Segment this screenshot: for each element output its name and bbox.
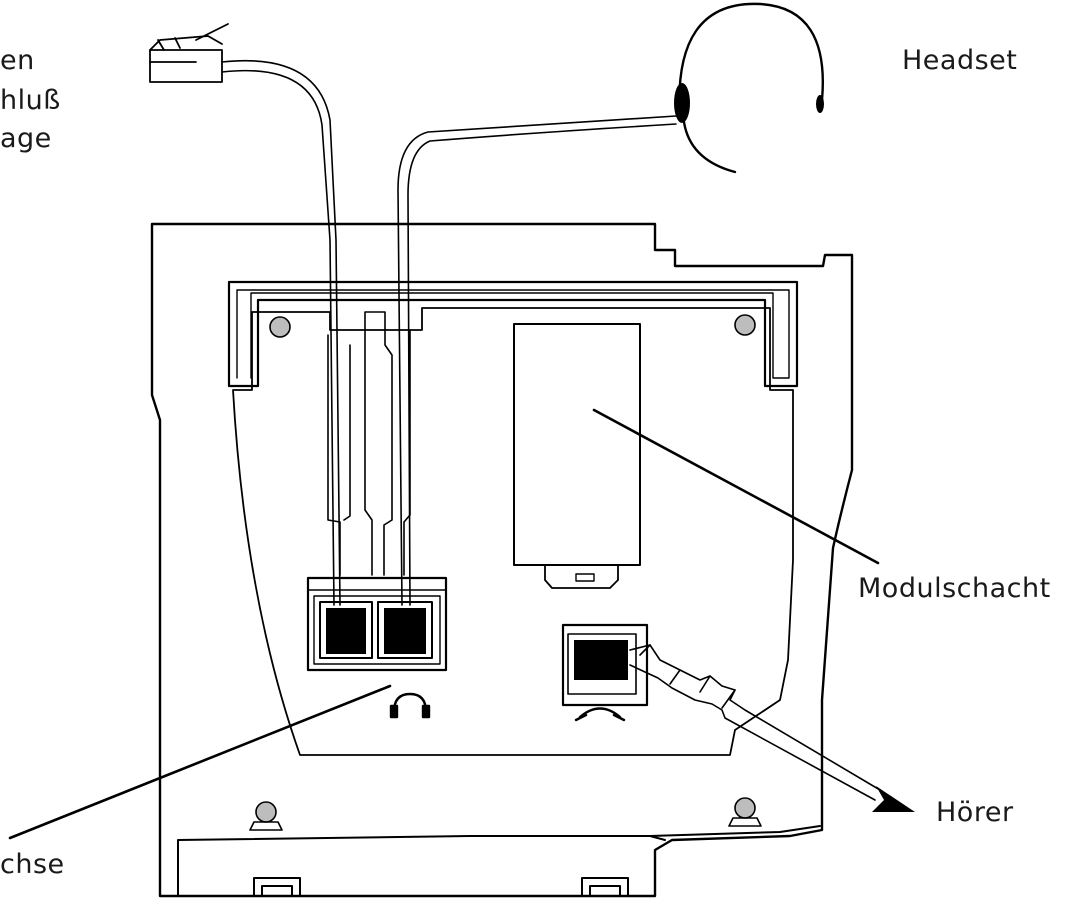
label-hoerer: Hörer: [936, 797, 1014, 828]
label-headset: Headset: [902, 45, 1018, 76]
screws: [255, 314, 756, 823]
callout-modulschacht: [592, 408, 880, 565]
label-left-top-3: age: [0, 123, 52, 154]
handset-jack: [561, 623, 649, 707]
module-slot: [513, 323, 641, 589]
handset-icon: [574, 707, 626, 722]
recess-outline: [232, 307, 794, 756]
screw-top-left: [269, 316, 291, 338]
rj-plug-icon: [149, 23, 229, 83]
headset-icon: [389, 692, 431, 719]
label-modulschacht: Modulschacht: [858, 573, 1051, 604]
bottom-clip-right: [581, 877, 629, 897]
headset-jack-block: [306, 576, 448, 672]
device-housing: [150, 222, 854, 898]
line-cable: [221, 59, 341, 606]
screw-bottom-left: [255, 801, 277, 823]
arrow-hoerer: [872, 786, 915, 812]
headset-illustration: [674, 2, 824, 174]
screw-bottom-right: [734, 797, 756, 819]
label-left-bottom: chse: [0, 849, 65, 880]
label-left-top-1: en: [0, 45, 35, 76]
inner-frame-outer: [227, 280, 799, 388]
bottom-clip-left: [253, 877, 301, 897]
label-left-top-2: hluß: [0, 85, 61, 116]
housing-bottom-lip: [177, 825, 821, 897]
cable-channel: [327, 311, 411, 576]
callout-headset-jack: [8, 684, 392, 840]
headset-cable: [397, 115, 677, 606]
screw-top-right: [734, 314, 756, 336]
inner-frame-inner: [236, 289, 790, 379]
handset-cable: [629, 644, 881, 801]
screw-feet: [249, 817, 762, 831]
